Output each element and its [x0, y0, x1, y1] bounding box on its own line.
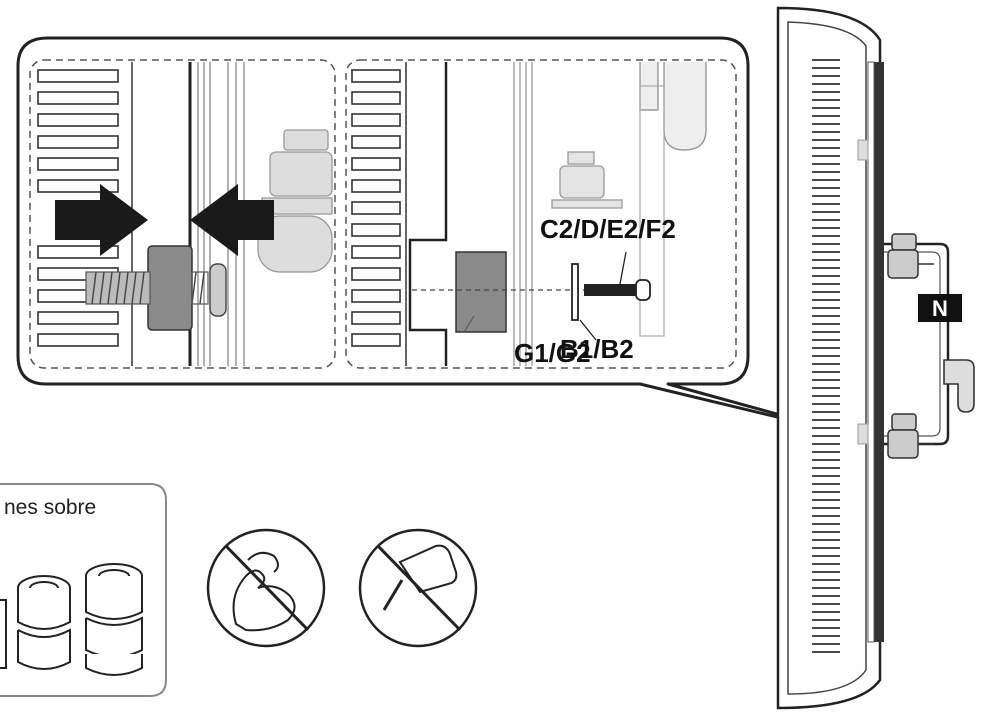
bracket-label-badge	[918, 294, 962, 322]
screw-thread	[85, 263, 227, 317]
tip-box-text: nes sobre	[4, 496, 96, 519]
label-screw-group: C2/D/E2/F2	[540, 214, 676, 244]
screw-c2-d-e2-f2	[584, 279, 651, 301]
tv-side-vents	[812, 59, 840, 653]
tv-vent-slots-left	[37, 69, 119, 347]
no-excessive-force-icon	[206, 528, 326, 648]
push-arrow-right-icon	[55, 184, 148, 256]
bracket-bolt-bottom	[887, 413, 934, 459]
push-arrow-left-icon	[190, 184, 274, 256]
callout-bubble	[16, 36, 862, 439]
right-detail-panel: C2/D/E2/F2 G1/G2 B1/B2	[345, 59, 737, 369]
hex-nut-left	[257, 129, 333, 273]
left-detail-panel	[29, 59, 336, 369]
hex-nut-right	[551, 151, 623, 209]
bracket-bolt-top	[887, 233, 934, 279]
tv-side-view: N	[776, 6, 975, 710]
no-power-drill-icon	[358, 528, 478, 648]
spacer-block	[147, 245, 193, 331]
washer-b1-b2	[571, 263, 579, 321]
label-spacer-back: G1/G2	[514, 338, 591, 368]
bracket-rails-right	[513, 62, 533, 366]
spacer-g1-g2	[455, 251, 507, 333]
wall-plate	[874, 62, 884, 642]
tv-vent-slots-right	[351, 69, 401, 347]
tip-box: nes sobre	[0, 483, 167, 697]
mount-bracket-arm	[884, 242, 950, 446]
bracket-label: N	[932, 296, 948, 321]
bracket-hook-knob	[943, 359, 975, 413]
label-spacer-front: B1/B2	[560, 334, 634, 364]
spacer-cylinders-icon	[0, 563, 143, 676]
